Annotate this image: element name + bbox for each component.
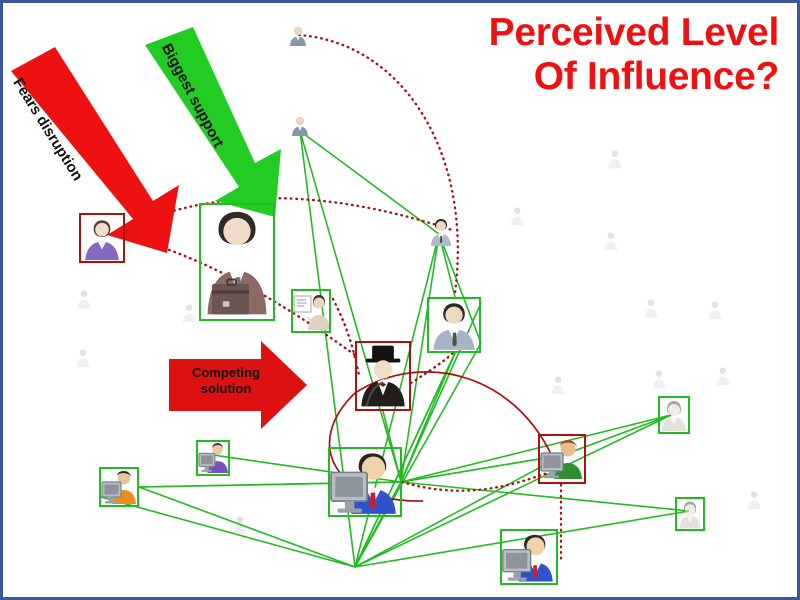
person-node-faded-robe[interactable] xyxy=(675,497,705,531)
green-link xyxy=(354,342,482,568)
green-link xyxy=(354,352,456,568)
computer-user-green-icon xyxy=(540,436,584,482)
computer-user-blue-icon xyxy=(502,531,556,583)
ghost-person-icon xyxy=(232,515,248,540)
person-node-pc-blue-bottom[interactable] xyxy=(500,529,558,585)
green-link xyxy=(382,410,402,483)
annotation-arrows xyxy=(11,27,307,429)
ghost-person-icon xyxy=(75,348,91,373)
person-node-top-small[interactable] xyxy=(289,25,307,47)
green-link xyxy=(400,454,564,483)
person-node-tophat[interactable] xyxy=(355,341,411,411)
person-small-icon xyxy=(289,25,307,47)
green-link xyxy=(438,233,482,344)
ghost-person-icon xyxy=(181,303,197,328)
red-link xyxy=(125,197,457,233)
tophat-person-icon xyxy=(357,343,409,409)
red-link xyxy=(297,33,460,295)
person-node-mid-small[interactable] xyxy=(291,115,309,137)
person-purple-icon xyxy=(81,215,123,261)
ghost-person-icon xyxy=(715,366,731,391)
green-link xyxy=(354,454,564,568)
red-link xyxy=(331,297,361,377)
biggest-support-arrow xyxy=(145,27,281,217)
person-node-pc-blue-big[interactable] xyxy=(328,447,402,517)
ghost-person-icon xyxy=(509,206,525,231)
person-small-icon xyxy=(291,115,309,137)
person-node-pc-purple[interactable] xyxy=(196,440,230,476)
person-node-right-small[interactable] xyxy=(429,217,453,247)
green-link xyxy=(400,481,690,512)
computer-user-orange-icon xyxy=(101,469,137,505)
green-link xyxy=(562,414,672,456)
person-node-faded-head[interactable] xyxy=(658,396,690,434)
person-node-layer xyxy=(3,3,797,597)
green-link xyxy=(354,414,672,568)
person-node-businessman[interactable] xyxy=(199,203,275,321)
computer-user-purple-icon xyxy=(198,442,228,474)
green-link xyxy=(138,486,356,568)
green-link xyxy=(100,496,356,568)
ghost-person-icon xyxy=(651,369,667,394)
person-node-woman-purple[interactable] xyxy=(79,213,125,263)
ghost-person-icon xyxy=(746,490,762,515)
person-node-presenter[interactable] xyxy=(291,289,331,333)
title-line-2: Of Influence? xyxy=(533,55,780,99)
ghost-person-icon xyxy=(607,149,623,174)
green-link xyxy=(400,302,482,483)
page-title: Perceived Level Of Influence? xyxy=(419,11,780,99)
title-line-1: Perceived Level xyxy=(488,11,780,54)
ghost-person-icon xyxy=(76,289,92,314)
green-link xyxy=(299,130,440,235)
person-node-pc-orange[interactable] xyxy=(99,467,139,507)
background-ghost-figures xyxy=(3,3,797,597)
red-link xyxy=(400,467,561,492)
ghost-person-icon xyxy=(603,231,619,256)
green-link xyxy=(354,510,690,568)
person-suit-grey-icon xyxy=(429,299,479,351)
ghost-person-icon xyxy=(643,298,659,323)
red-link xyxy=(409,349,457,385)
person-faded-icon xyxy=(660,398,688,432)
ghost-person-icon xyxy=(550,375,566,400)
red-link xyxy=(328,392,424,502)
businessman-case-icon xyxy=(201,205,273,319)
person-faded-icon xyxy=(677,499,703,529)
green-link xyxy=(400,233,440,483)
fears-disruption-arrow xyxy=(11,47,179,253)
computer-user-blue-icon xyxy=(330,449,400,515)
ghost-person-icon xyxy=(707,300,723,325)
competing-solution-arrow xyxy=(169,341,307,429)
person-node-suit-grey[interactable] xyxy=(427,297,481,353)
person-suit-small-icon xyxy=(429,217,453,247)
green-link xyxy=(299,130,402,483)
person-node-pc-green[interactable] xyxy=(538,434,586,484)
presenter-board-icon xyxy=(293,291,329,331)
green-link xyxy=(400,414,672,483)
